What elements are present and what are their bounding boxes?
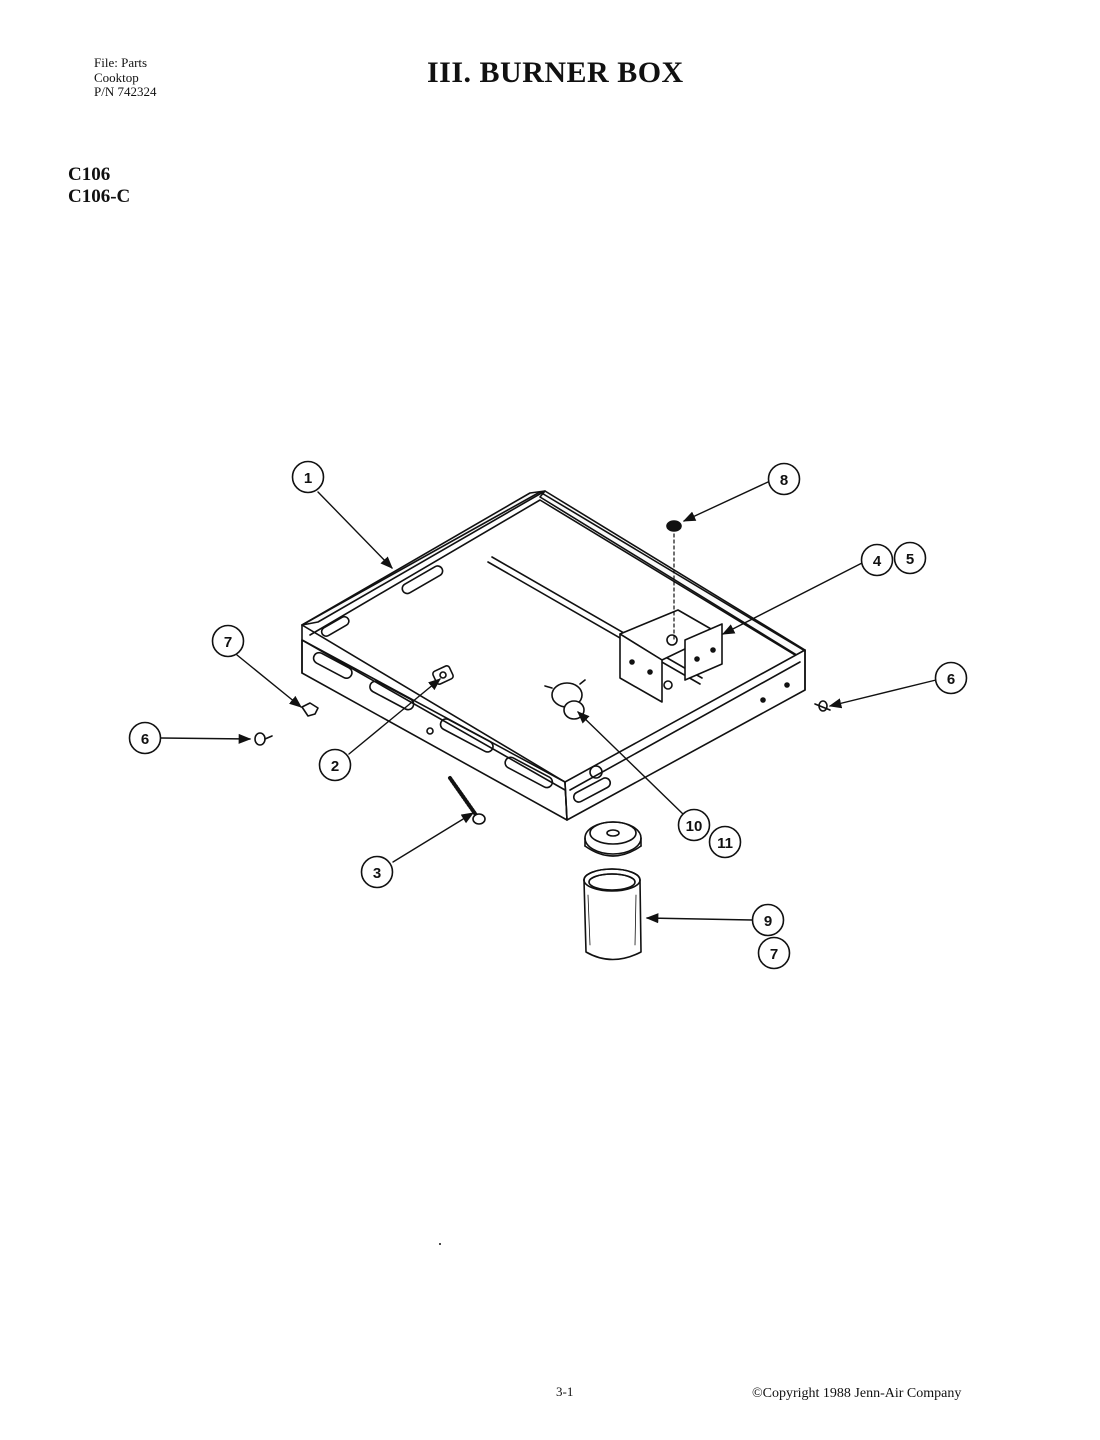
callout-8: 8 — [767, 462, 801, 496]
callout-4: 4 — [860, 543, 894, 577]
callout-11: 11 — [708, 825, 742, 859]
screw-6-right — [814, 700, 831, 712]
file-info: File: Parts Cooktop P/N 742324 — [94, 55, 157, 100]
callout-10: 10 — [677, 808, 711, 842]
callout-5: 5 — [893, 541, 927, 575]
callout-label: 7 — [224, 634, 232, 651]
callout-label: 9 — [764, 913, 772, 930]
screw-6-left — [254, 732, 273, 746]
callout-9: 9 — [751, 903, 785, 937]
callout-6-left: 6 — [128, 721, 162, 755]
callout-label: 3 — [373, 865, 381, 882]
callout-label: 11 — [717, 835, 733, 852]
burner-jar — [583, 868, 642, 961]
screw-7 — [301, 702, 319, 717]
callout-7-lower: 7 — [757, 936, 791, 970]
callout-label: 1 — [304, 470, 312, 487]
burner-box-tray — [301, 490, 806, 821]
bracket — [619, 609, 723, 703]
speck — [439, 1243, 441, 1245]
callout-label: 4 — [873, 553, 882, 570]
copyright: ©Copyright 1988 Jenn-Air Company — [752, 1386, 962, 1401]
model-number: C106-C — [68, 186, 131, 207]
callout-label: 5 — [906, 551, 914, 568]
page-title: III. BURNER BOX — [427, 56, 684, 89]
file-line: Cooktop — [94, 69, 139, 85]
callout-6-right: 6 — [934, 661, 968, 695]
callout-label: 2 — [331, 758, 339, 775]
callout-label: 8 — [780, 472, 788, 489]
file-line: File: Parts — [94, 55, 148, 70]
callout-label: 6 — [947, 671, 955, 688]
callout-label: 7 — [770, 946, 778, 963]
model-list: C106 C106-C — [68, 164, 130, 208]
callout-3: 3 — [360, 855, 394, 889]
leader-arrows — [160, 481, 937, 924]
bolt-3 — [448, 776, 486, 825]
burner-cap — [584, 821, 642, 857]
callout-2: 2 — [318, 748, 352, 782]
callout-1: 1 — [291, 460, 325, 494]
callout-label: 10 — [686, 818, 703, 835]
file-line: P/N 742324 — [94, 84, 157, 99]
page-number: 3-1 — [556, 1384, 574, 1399]
model-number: C106 — [68, 164, 111, 185]
plug — [666, 520, 682, 641]
callout-7-upper: 7 — [211, 624, 245, 658]
callout-label: 6 — [141, 731, 149, 748]
